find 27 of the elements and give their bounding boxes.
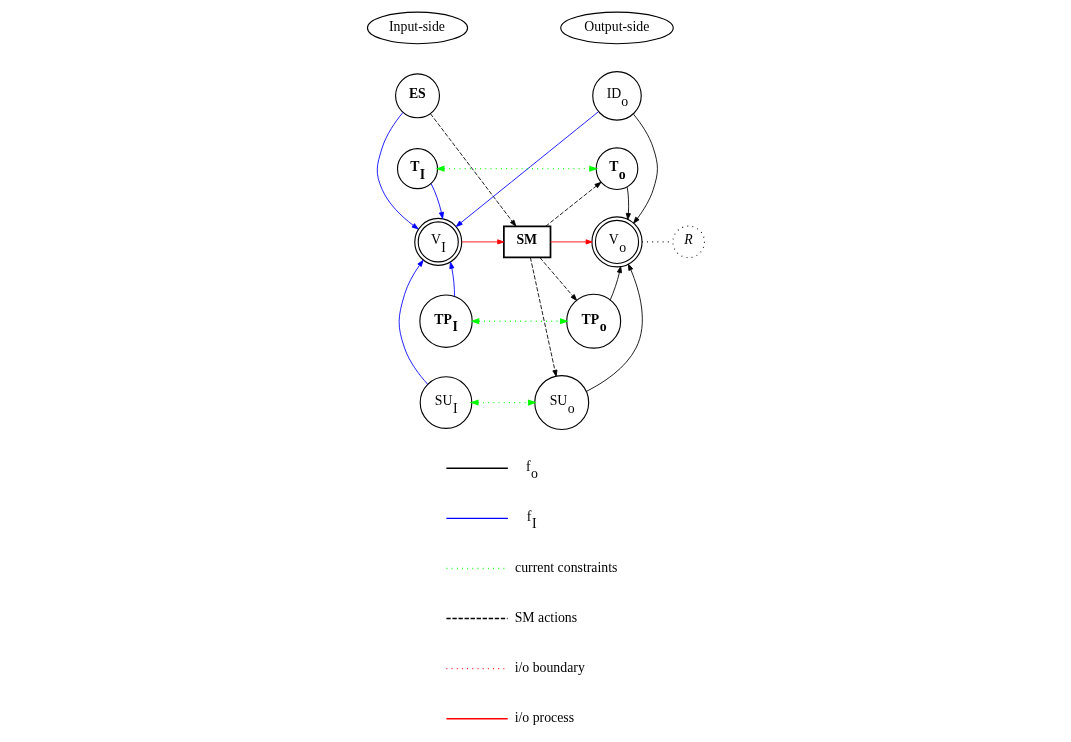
node-circle: ES <box>394 73 440 119</box>
arrow <box>544 181 601 227</box>
arrow <box>455 111 599 227</box>
arrow <box>398 259 428 385</box>
arrow <box>539 257 577 301</box>
arrow <box>430 183 444 219</box>
legend-label: i/o boundary <box>514 659 585 675</box>
arrow <box>609 266 622 301</box>
arrow <box>376 111 419 230</box>
arrow <box>549 239 593 245</box>
legend-label: i/o process <box>514 710 574 726</box>
legend-label: SM actions <box>514 609 577 625</box>
node-ellipse: Output-side <box>559 11 674 45</box>
node-ellipse: Input-side <box>366 11 468 45</box>
arrow <box>625 186 631 220</box>
node-circle: R <box>671 225 705 259</box>
arrow <box>469 399 537 406</box>
arrow <box>469 318 569 325</box>
legend-label: current constraints <box>514 559 617 575</box>
arrow <box>460 239 504 245</box>
arrow <box>632 113 658 224</box>
arrow <box>429 113 516 227</box>
arrow <box>585 263 643 392</box>
arrow <box>529 257 557 377</box>
arrow <box>448 261 455 297</box>
node-box: SM <box>502 225 551 259</box>
arrow <box>435 165 598 172</box>
